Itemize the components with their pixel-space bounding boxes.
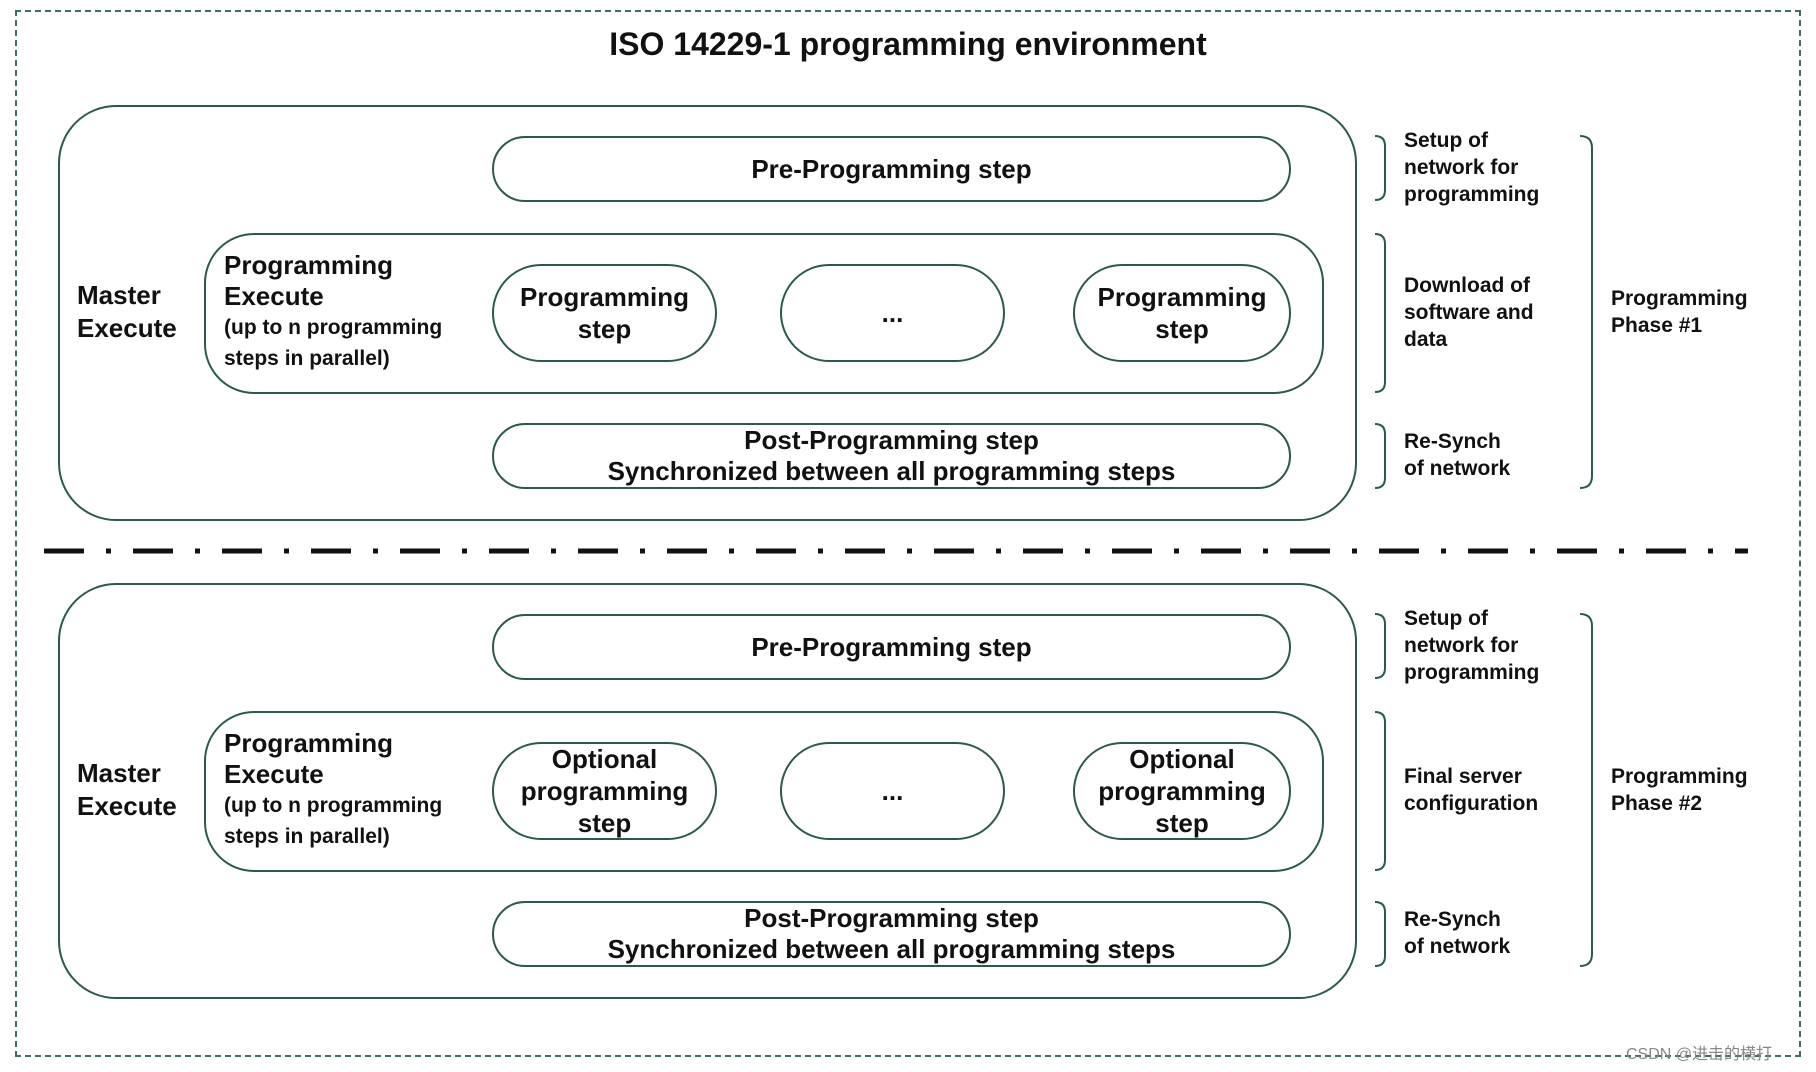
brace-phase-2 <box>1579 613 1593 967</box>
programming-execute-label-2: Programming Execute (up to n programming… <box>224 728 443 848</box>
brace-middle-1 <box>1374 233 1386 393</box>
programming-execute-box-1 <box>204 233 1324 394</box>
side-label-download-1: Download of software and data <box>1404 274 1534 351</box>
post-programming-step-1: Post-Programming step Synchronized betwe… <box>492 423 1291 489</box>
side-label-setup-2: Setup of network for programming <box>1404 607 1540 684</box>
pre-programming-step-1: Pre-Programming step <box>492 136 1291 202</box>
post-programming-step-2: Post-Programming step Synchronized betwe… <box>492 901 1291 967</box>
pre-programming-step-2: Pre-Programming step <box>492 614 1291 680</box>
programming-step-left-1: Programming step <box>492 264 717 362</box>
master-execute-box-2 <box>58 583 1357 999</box>
brace-setup-2 <box>1374 613 1386 679</box>
master-execute-box-1 <box>58 105 1357 521</box>
watermark: CSDN @进击的横打 <box>1626 1046 1773 1063</box>
programming-execute-label-1: Programming Execute (up to n programming… <box>224 250 443 370</box>
brace-resynch-1 <box>1374 423 1386 489</box>
master-execute-label-2: Master Execute <box>77 758 177 821</box>
programming-step-ellipsis-1: ... <box>780 264 1005 362</box>
programming-step-ellipsis-2: ... <box>780 742 1005 840</box>
programming-step-right-1: Programming step <box>1073 264 1291 362</box>
side-label-final-config-2: Final server configuration <box>1404 765 1539 815</box>
programming-execute-box-2 <box>204 711 1324 872</box>
optional-programming-step-right-2: Optional programming step <box>1073 742 1291 840</box>
phase-label-2: Programming Phase #2 <box>1611 765 1748 815</box>
environment-frame <box>15 10 1801 1057</box>
master-execute-label-1: Master Execute <box>77 280 177 343</box>
brace-resynch-2 <box>1374 901 1386 967</box>
brace-middle-2 <box>1374 711 1386 871</box>
side-label-resynch-2: Re-Synch of network <box>1404 908 1511 958</box>
side-label-setup-1: Setup of network for programming <box>1404 129 1540 206</box>
optional-programming-step-left-2: Optional programming step <box>492 742 717 840</box>
brace-phase-1 <box>1579 135 1593 489</box>
diagram-title: ISO 14229-1 programming environment <box>609 26 1207 62</box>
side-label-resynch-1: Re-Synch of network <box>1404 430 1511 480</box>
brace-setup-1 <box>1374 135 1386 201</box>
phase-label-1: Programming Phase #1 <box>1611 287 1748 337</box>
